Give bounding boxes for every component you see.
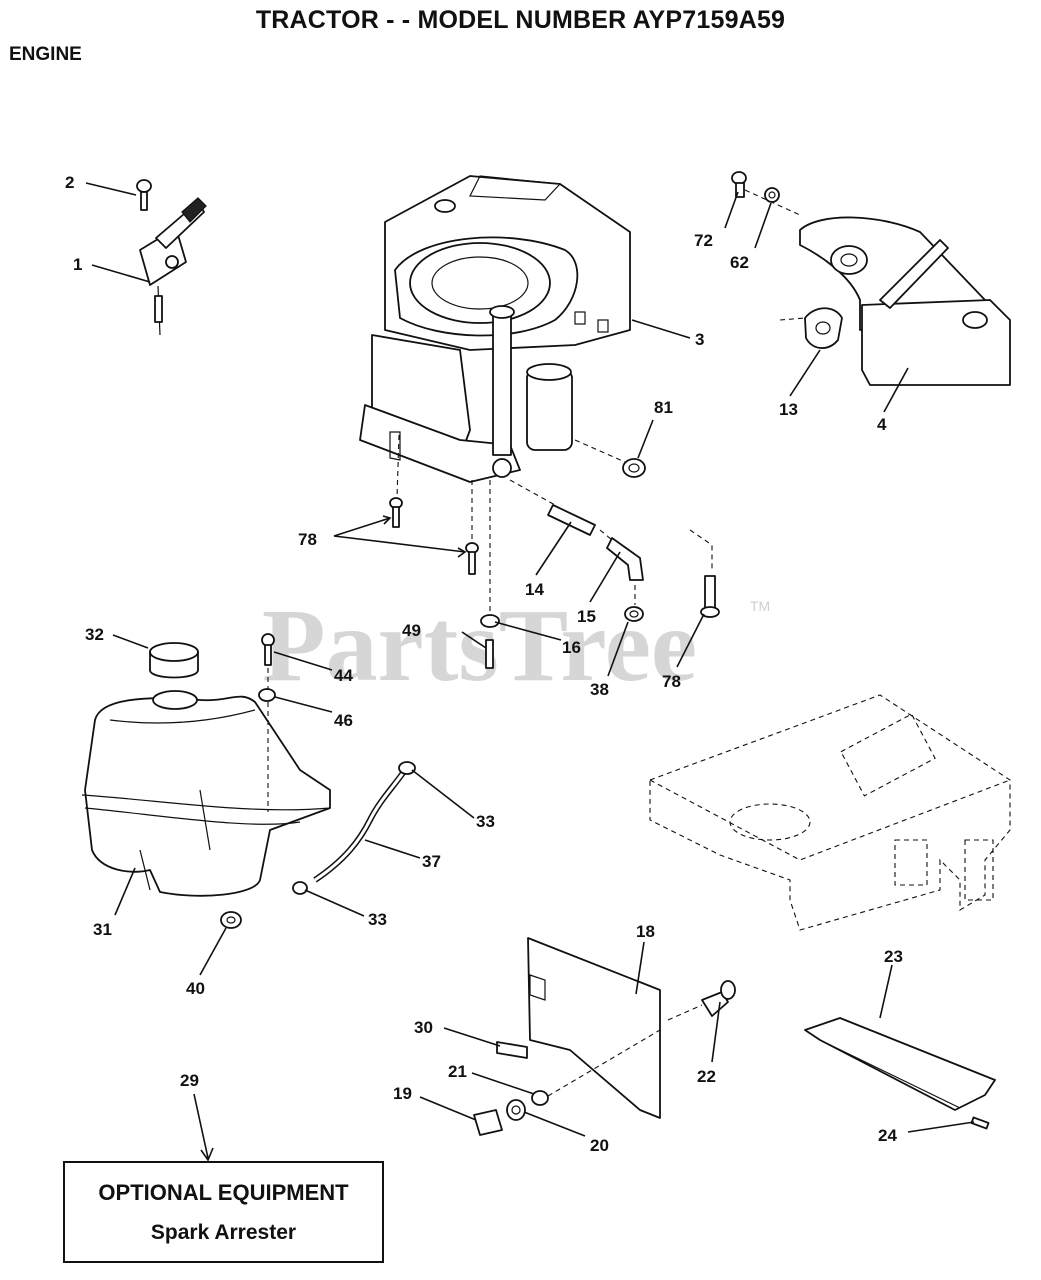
callout-40: 40	[186, 979, 205, 998]
bushing-40-part	[220, 911, 242, 929]
page-title: TRACTOR - - MODEL NUMBER AYP7159A59	[255, 6, 786, 34]
callout-21: 21	[448, 1062, 467, 1081]
callout-78-left: 78	[298, 530, 317, 549]
clamp-33-upper-part	[398, 761, 416, 775]
callout-4: 4	[877, 415, 887, 434]
fuel-line-part	[313, 768, 408, 883]
clamp-33-lower-part	[292, 881, 308, 895]
callout-49: 49	[402, 621, 421, 640]
callout-15: 15	[577, 607, 596, 626]
bolt-78-right-part	[700, 575, 720, 618]
callout-29: 29	[180, 1071, 199, 1090]
elbow-15-part	[606, 537, 644, 581]
tractor-frame-reference	[649, 694, 1011, 931]
screw-24-part	[970, 1116, 990, 1130]
callout-78-right: 78	[662, 672, 681, 691]
engine-part	[359, 175, 631, 483]
callout-22: 22	[697, 1067, 716, 1086]
fuel-cap-part	[149, 642, 199, 679]
callout-72: 72	[694, 231, 713, 250]
callout-14: 14	[525, 580, 544, 599]
heat-shield-plate-part	[527, 937, 661, 1119]
fuel-tank-part	[81, 690, 331, 897]
callout-62: 62	[730, 253, 749, 272]
callout-44: 44	[334, 666, 353, 685]
callout-24: 24	[878, 1126, 897, 1145]
watermark-trademark: TM	[750, 598, 770, 614]
nipple-14-part	[547, 504, 596, 536]
callout-37: 37	[422, 852, 441, 871]
callout-30: 30	[414, 1018, 433, 1037]
callout-19: 19	[393, 1084, 412, 1103]
callout-32: 32	[85, 625, 104, 644]
callout-20: 20	[590, 1136, 609, 1155]
washer-20-part	[506, 1099, 526, 1121]
clip-19-part	[473, 1109, 503, 1136]
hex-bolt-72-part	[731, 171, 747, 198]
callout-46: 46	[334, 711, 353, 730]
muffler-gasket-part	[779, 307, 843, 349]
bracket-23-part	[804, 1017, 996, 1111]
callout-31: 31	[93, 920, 112, 939]
nut-38-part	[624, 606, 644, 622]
callout-33-upper: 33	[476, 812, 495, 831]
callout-16: 16	[562, 638, 581, 657]
washer-21-part	[531, 1090, 549, 1106]
section-heading: ENGINE	[9, 44, 82, 65]
optional-equipment-item: Spark Arrester	[150, 1221, 297, 1244]
bolt-22-part	[701, 980, 736, 1017]
watermark-text: PartsTree	[262, 588, 697, 703]
throttle-control-part	[136, 179, 207, 336]
lock-washer-16-part	[480, 614, 500, 628]
muffler-part	[799, 216, 1011, 386]
bolt-78-upper-part	[389, 497, 403, 528]
callout-18: 18	[636, 922, 655, 941]
bolt-49-part	[485, 639, 494, 669]
washer-62-part	[764, 187, 780, 203]
callout-3: 3	[695, 330, 704, 349]
optional-equipment-box: OPTIONAL EQUIPMENT Spark Arrester	[63, 1161, 384, 1263]
fuel-fitting-81-part	[622, 458, 646, 478]
callout-2: 2	[65, 173, 74, 192]
washer-46-part	[258, 688, 276, 702]
callout-23: 23	[884, 947, 903, 966]
callout-33-lower: 33	[368, 910, 387, 929]
callout-81: 81	[654, 398, 673, 417]
callout-38: 38	[590, 680, 609, 699]
optional-equipment-heading: OPTIONAL EQUIPMENT	[98, 1180, 349, 1205]
bolt-78-lower-part	[465, 542, 479, 575]
callout-13: 13	[779, 400, 798, 419]
pad-30-part	[496, 1041, 528, 1059]
screw-44-part	[261, 633, 275, 666]
callout-1: 1	[73, 255, 82, 274]
